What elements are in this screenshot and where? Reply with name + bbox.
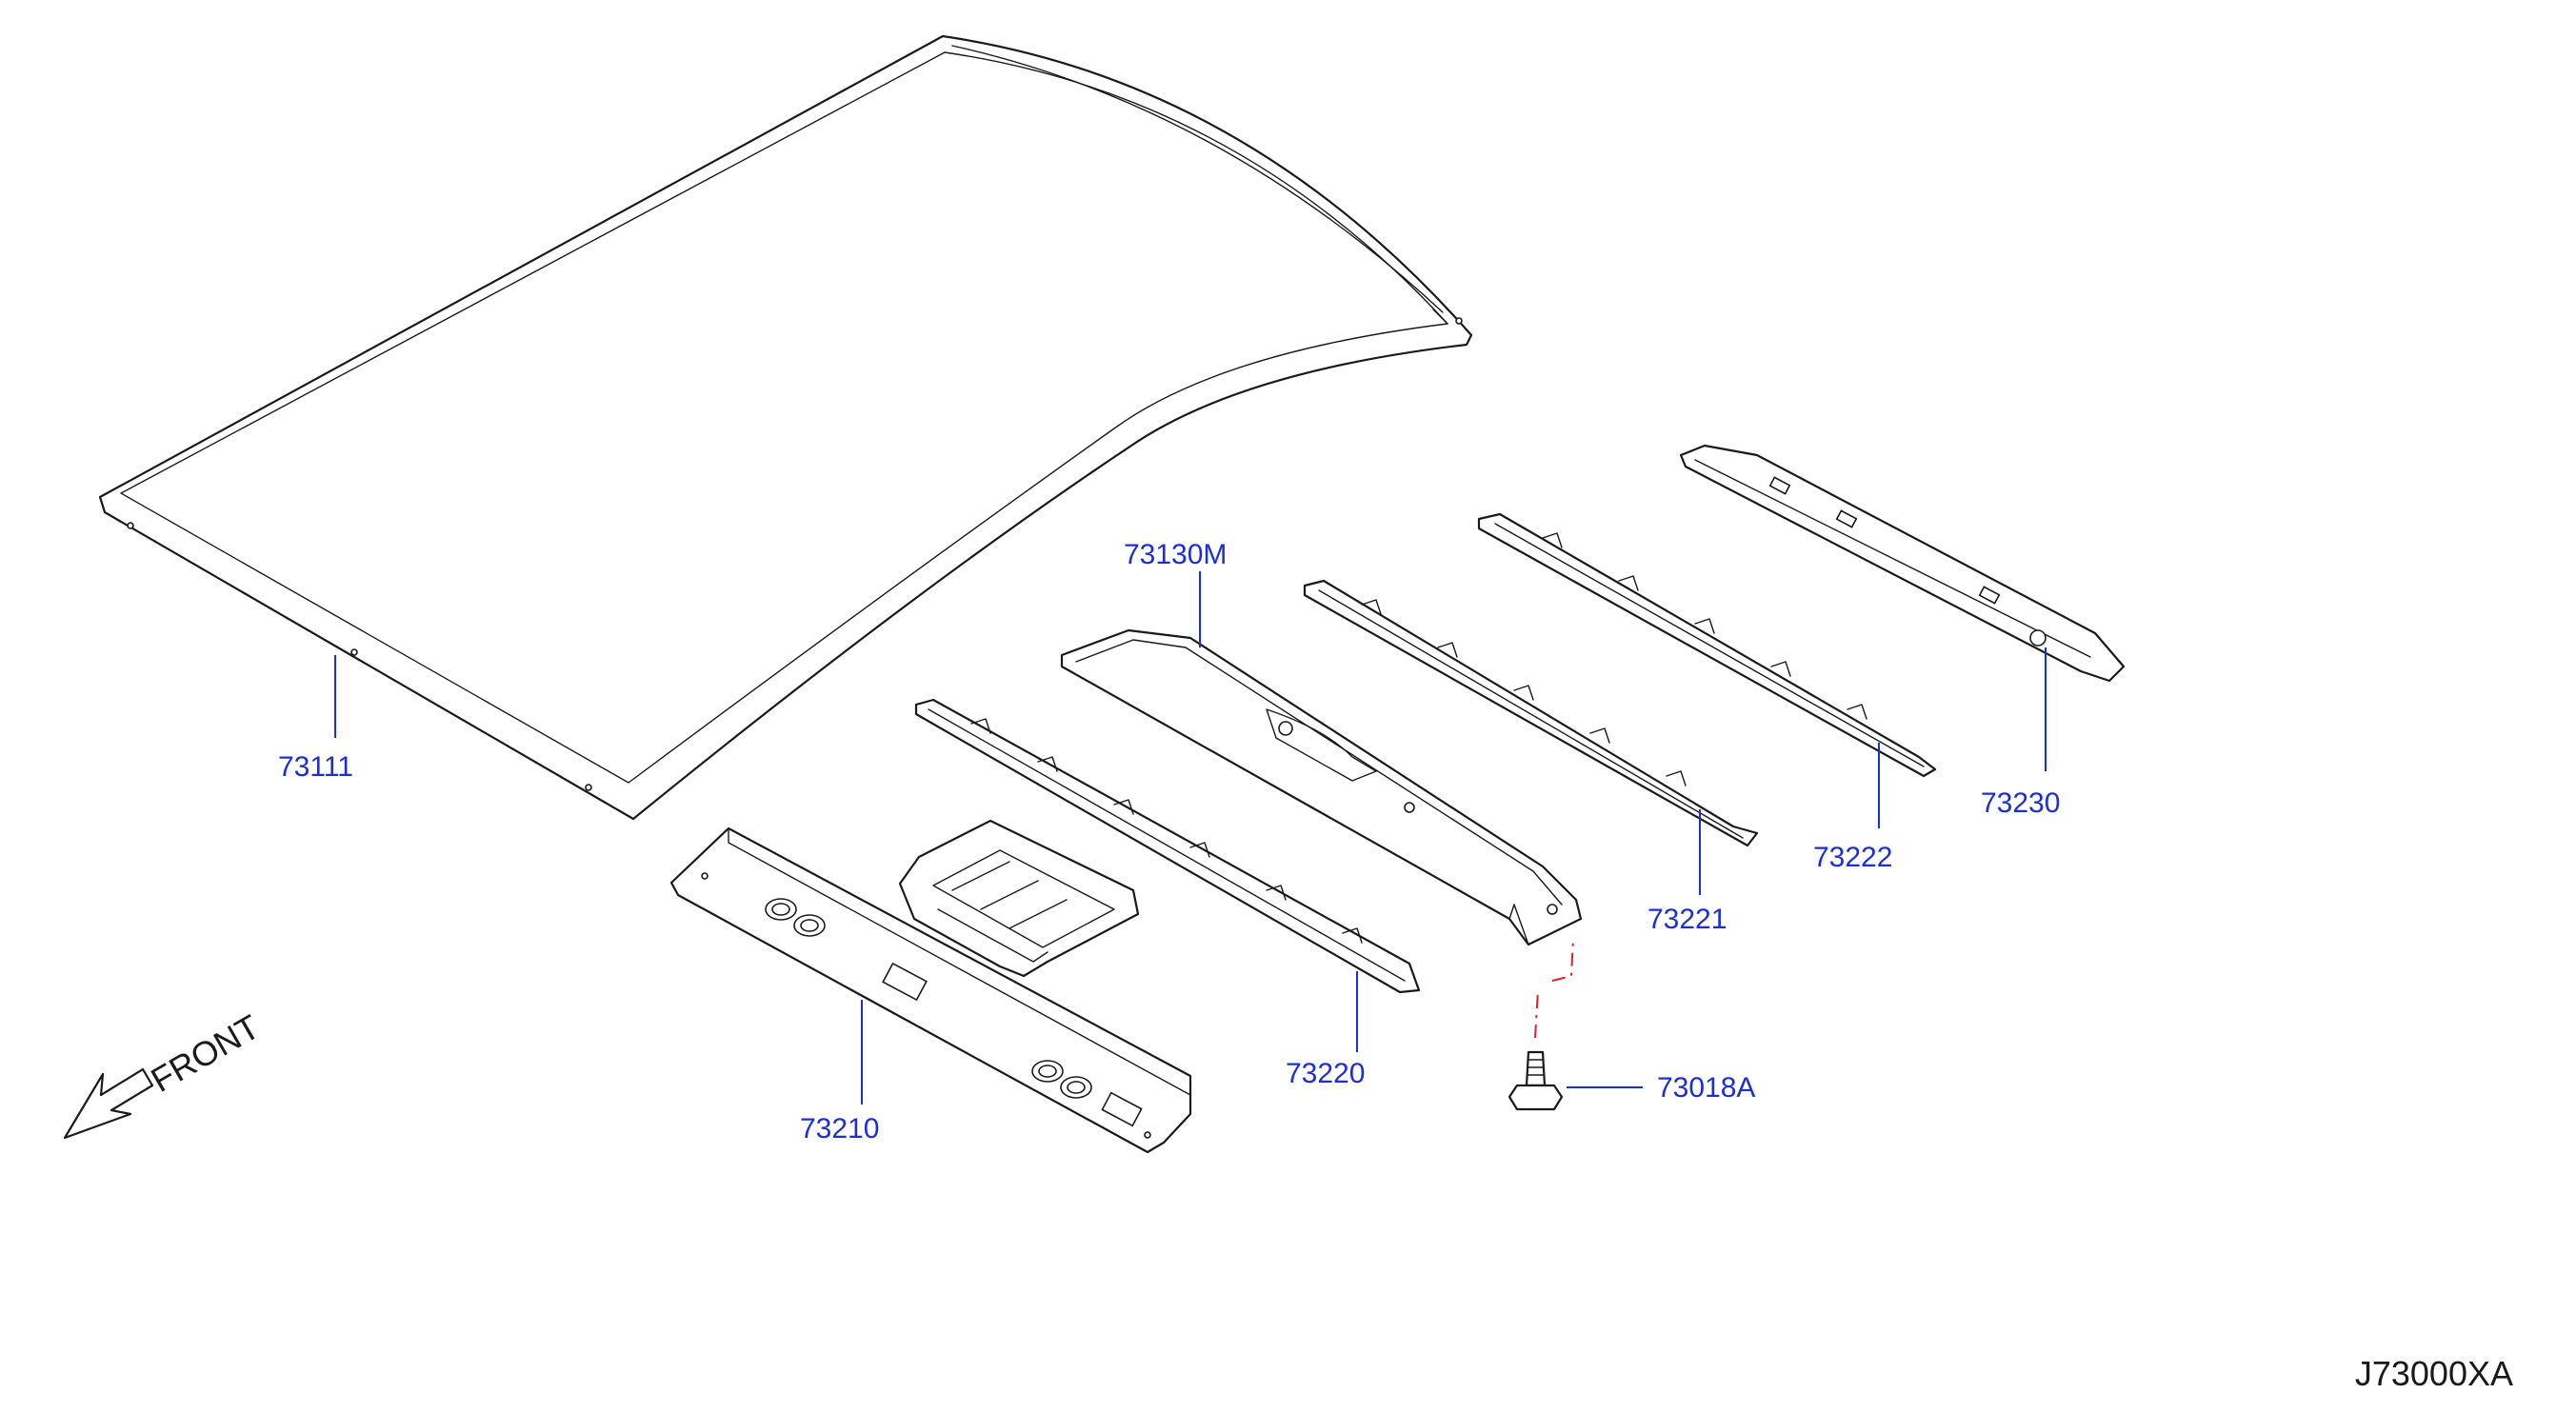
callout-73018A: 73018A <box>1657 1072 1755 1104</box>
front-arrow-indicator: FRONT <box>63 1006 267 1140</box>
bolt-part <box>1508 1050 1564 1111</box>
callout-73130M: 73130M <box>1124 539 1227 570</box>
callout-73230: 73230 <box>1981 787 2060 819</box>
callout-73220: 73220 <box>1286 1058 1365 1089</box>
roof-side-rail-inner-part <box>1060 628 1583 946</box>
callout-73210: 73210 <box>800 1113 879 1144</box>
front-label: FRONT <box>145 1006 267 1100</box>
roof-bow-1-part <box>914 698 1421 994</box>
roof-bow-2-part <box>1303 579 1759 847</box>
roof-bow-3-part <box>1477 512 1937 778</box>
roof-panel-part <box>98 34 1473 821</box>
front-rail-part <box>669 819 1192 1154</box>
callout-73111: 73111 <box>278 751 353 783</box>
diagram-id: J73000XA <box>2354 1354 2513 1393</box>
callout-73222: 73222 <box>1813 842 1892 873</box>
callout-73221: 73221 <box>1647 904 1727 935</box>
bolt-fitting-line <box>1534 937 1574 1039</box>
front-arrow-icon <box>63 1067 154 1140</box>
roof-rear-rail-part <box>1679 444 2126 683</box>
